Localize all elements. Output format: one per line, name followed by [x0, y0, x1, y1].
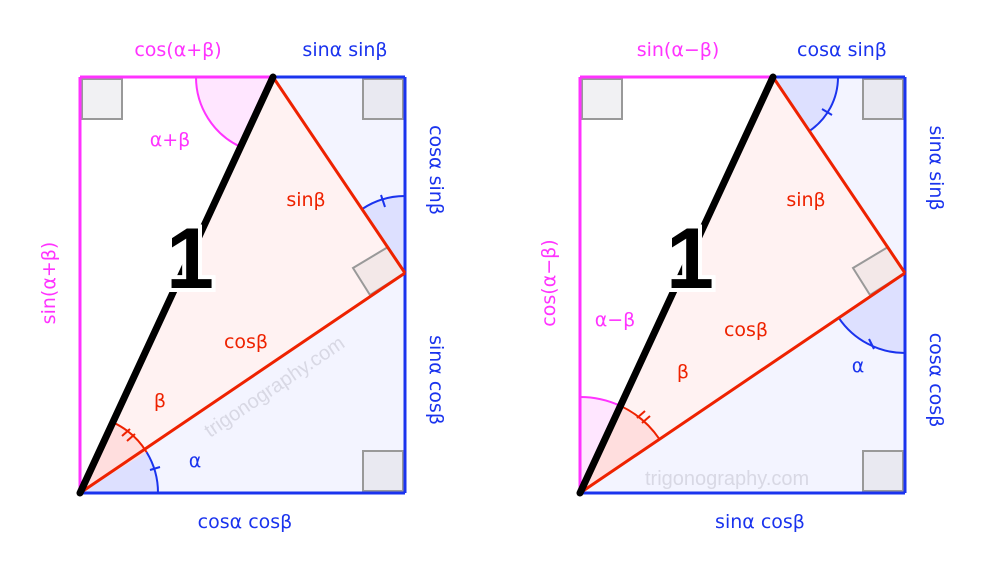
alpha-top-angle-arc — [808, 76, 840, 132]
beta-tick-2 — [641, 415, 651, 424]
sum-angle-arc — [194, 76, 242, 148]
top-right-label: sinα sinβ — [302, 39, 387, 61]
beta-tick-1 — [636, 410, 646, 419]
inner-triangle — [580, 77, 905, 493]
beta-angle-label: β — [154, 390, 166, 412]
right-angle-marker-tl — [81, 78, 123, 120]
hypotenuse-label: 1 — [166, 211, 214, 307]
diff-angle-label: α−β — [595, 309, 636, 331]
lower-leg — [79, 271, 406, 495]
right-angle-marker-br — [862, 450, 904, 492]
left-side-label: cos(α−β) — [538, 239, 560, 326]
alpha-right-tick — [380, 194, 386, 208]
beta-tick-1 — [121, 428, 131, 437]
top-left-label: sin(α−β) — [637, 39, 720, 61]
beta-angle-label: β — [677, 361, 689, 383]
upper-leg — [771, 76, 907, 274]
right-upper-label: sinα sinβ — [925, 125, 947, 210]
sum-diagram: trigonography.com cos(α+β) sinα sinβ sin… — [38, 39, 447, 533]
right-lower-label: cosα cosβ — [925, 333, 947, 428]
lower-leg — [579, 271, 906, 495]
beta-angle-arc — [619, 404, 661, 440]
right-angle-marker-tr — [362, 78, 404, 120]
right-angle-marker-tr — [862, 78, 904, 120]
left-side-label: sin(α+β) — [38, 242, 60, 325]
beta-tick-2 — [126, 433, 136, 442]
alpha-angle-arc — [145, 451, 160, 494]
upper-leg-label: sinβ — [786, 189, 825, 211]
right-angle-marker-br — [362, 450, 404, 492]
right-upper-label: cosα sinβ — [425, 125, 447, 215]
hypotenuse — [76, 73, 277, 497]
right-lower-label: sinα cosβ — [425, 335, 447, 425]
difference-diagram: trigonography.com sin(α−β) cosα sinβ cos… — [538, 39, 947, 533]
hypotenuse — [576, 73, 777, 497]
alpha-right-angle-fill — [838, 273, 905, 353]
lower-leg-label: cosβ — [224, 331, 268, 353]
bottom-label: sinα cosβ — [715, 511, 805, 533]
alpha-top-angle-fill — [773, 77, 839, 131]
beta-angle-fill — [80, 422, 147, 493]
hypotenuse-label: 1 — [666, 211, 714, 307]
bottom-label: cosα cosβ — [198, 511, 293, 533]
upper-leg — [271, 76, 407, 274]
alpha-right-tick — [868, 338, 875, 350]
alpha-angle-label: α — [189, 450, 202, 472]
sum-angle-fill — [195, 77, 273, 147]
inner-triangle — [80, 77, 405, 493]
alpha-right-angle-arc — [837, 317, 906, 354]
lower-leg-label: cosβ — [724, 319, 768, 341]
alpha-angle-fill — [80, 452, 159, 493]
upper-leg-label: sinβ — [286, 189, 325, 211]
top-right-label: cosα sinβ — [797, 39, 887, 61]
beta-angle-fill — [580, 405, 660, 493]
alpha-right-angle-fill — [363, 196, 405, 273]
top-left-label: cos(α+β) — [134, 39, 221, 61]
alpha-top-tick — [821, 108, 833, 116]
watermark: trigonography.com — [645, 468, 809, 490]
right-angle-marker-tl — [581, 78, 623, 120]
sum-angle-label: α+β — [150, 129, 191, 151]
alpha-angle-label: α — [852, 355, 865, 377]
alpha-tick — [149, 466, 161, 471]
